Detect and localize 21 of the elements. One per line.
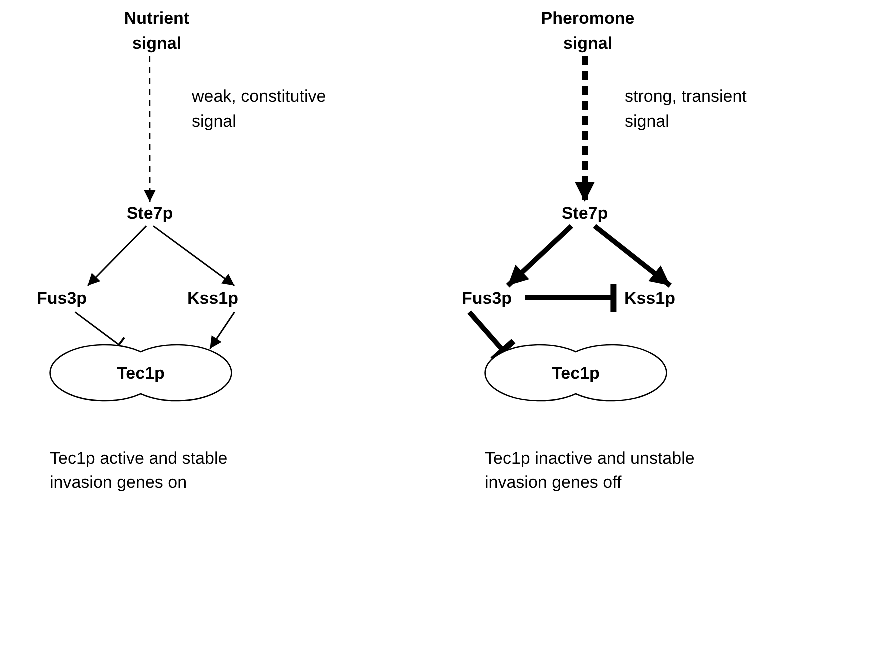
protein-label: Kss1p <box>617 287 683 309</box>
note-text: invasion genes off <box>485 472 622 494</box>
protein-label: Ste7p <box>115 202 185 224</box>
protein-label: Fus3p <box>452 287 522 309</box>
signal-label: Nutrient signal <box>112 6 202 56</box>
signal-label: Pheromone signal <box>528 6 648 56</box>
arrow <box>575 56 595 202</box>
arrow <box>87 226 148 286</box>
arrow <box>144 56 156 202</box>
protein-label: Fus3p <box>27 287 97 309</box>
note-text: invasion genes on <box>50 472 188 494</box>
note-text: Tec1p active and stable <box>50 448 228 470</box>
arrow <box>593 224 672 288</box>
arrow <box>153 226 236 286</box>
protein-bubble: Tec1p <box>50 345 232 401</box>
arrow <box>506 224 574 288</box>
protein-label: Kss1p <box>178 287 248 309</box>
protein-label: Ste7p <box>550 202 620 224</box>
note-text: Tec1p inactive and unstable <box>485 448 695 470</box>
protein-bubble: Tec1p <box>485 345 667 401</box>
arrow <box>210 312 236 350</box>
